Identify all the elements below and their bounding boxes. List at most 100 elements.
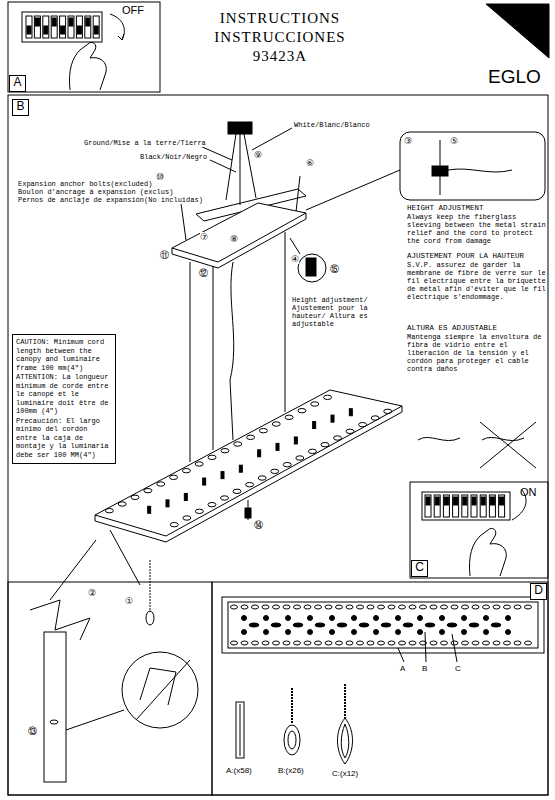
- hole: [221, 448, 229, 452]
- instruction-text: S.V.P. assurez de garder la membrane de …: [407, 261, 547, 301]
- crystal-a: [388, 605, 395, 609]
- crystal: [294, 437, 297, 444]
- breaker-toggle: [500, 497, 504, 505]
- breaker-toggle: [463, 497, 467, 505]
- crystal-a: [409, 605, 416, 609]
- hole: [234, 442, 242, 446]
- luminaire-frame: [95, 390, 402, 536]
- crystal-b: [418, 630, 423, 635]
- hole: [359, 422, 367, 426]
- crystal-a: [252, 641, 259, 645]
- crystal-a: [514, 605, 521, 609]
- breaker-switch: [85, 16, 91, 38]
- crystal-a: [315, 641, 322, 645]
- crystal-b: [374, 616, 379, 621]
- leader-line: [452, 634, 457, 662]
- panel-letter-text: C: [412, 561, 427, 575]
- breaker-toggle: [454, 497, 458, 505]
- breaker-toggle: [52, 18, 56, 26]
- hole: [246, 482, 254, 486]
- crystal: [146, 611, 154, 625]
- crystal-oval: [284, 725, 300, 755]
- crystal-b: [462, 616, 467, 621]
- part-quantity: C:(x12): [332, 769, 358, 778]
- breaker-toggle: [435, 497, 439, 505]
- crystal-c: [293, 623, 303, 627]
- breaker-switch: [471, 495, 477, 517]
- crystal-a: [441, 641, 448, 645]
- crystal-a: [472, 641, 479, 645]
- crystal-a: [273, 641, 280, 645]
- cord: [448, 169, 512, 172]
- suspension-cable: [213, 266, 214, 450]
- crystal-a: [325, 605, 332, 609]
- crystal-a: [451, 605, 458, 609]
- suspension-cable: [190, 262, 191, 462]
- hole: [50, 720, 58, 724]
- leader-line: [290, 238, 300, 254]
- hole: [233, 489, 241, 493]
- crystal-facet: [341, 724, 349, 758]
- hole: [321, 442, 329, 446]
- title-line: INSTRUCCIONES: [180, 29, 380, 46]
- wire-label: White/Blanc/Blanco: [294, 121, 370, 129]
- crystal: [258, 450, 261, 457]
- crystal-a: [346, 605, 353, 609]
- crystal-b: [330, 630, 335, 635]
- hole: [346, 429, 354, 433]
- hole: [208, 455, 216, 459]
- strain-relief: [432, 166, 448, 176]
- crystal-a: [378, 605, 385, 609]
- crystal-a: [283, 605, 290, 609]
- callout-number: ⑤: [450, 136, 458, 146]
- crystal-a: [241, 605, 248, 609]
- callout-number: ⑧: [230, 234, 238, 244]
- crystal-c: [469, 623, 479, 627]
- hole: [170, 522, 178, 526]
- breaker-switch: [68, 16, 74, 38]
- hole: [272, 422, 280, 426]
- switch-arrow: [110, 14, 124, 40]
- power-cord: [230, 262, 234, 440]
- panel-letter-text: A: [10, 76, 25, 90]
- crystal-b: [330, 616, 335, 621]
- chain: [150, 560, 151, 612]
- switch-state: OFF: [122, 4, 144, 16]
- crystal-c: [337, 623, 347, 627]
- crystal-b: [484, 616, 489, 621]
- hole: [144, 488, 152, 492]
- wire-label: Black/Noir/Negro: [140, 153, 207, 161]
- crystal-a: [357, 641, 364, 645]
- hole: [298, 408, 306, 412]
- breaker-switch: [443, 495, 449, 517]
- breaker-toggle: [27, 26, 31, 34]
- hole: [296, 456, 304, 460]
- breaker-switches: [26, 16, 99, 38]
- hole: [247, 435, 255, 439]
- cross-mark: [480, 422, 536, 468]
- hole: [258, 476, 266, 480]
- note: Expansion anchor bolts(excluded): [18, 180, 152, 188]
- canopy-edge: [172, 213, 306, 268]
- crystal-a: [525, 641, 532, 645]
- leader-line: [66, 710, 124, 730]
- callout-number: ⑪: [160, 250, 169, 260]
- breaker-switch: [76, 16, 82, 38]
- breaker-switch: [489, 495, 495, 517]
- leader-line: [50, 540, 96, 600]
- post: [44, 632, 66, 782]
- hole: [334, 436, 342, 440]
- heading: AJUSTEMENT POUR LA HAUTEUR: [407, 252, 547, 261]
- crystal-a: [231, 605, 238, 609]
- crystal-c: [271, 623, 281, 627]
- crystal-b: [506, 630, 511, 635]
- crystal-drop: [337, 718, 352, 764]
- breaker-switch: [43, 16, 49, 38]
- breaker-switch: [434, 495, 440, 517]
- model-number: 93423A: [180, 48, 380, 65]
- hole: [271, 469, 279, 473]
- crystal-c: [249, 623, 259, 627]
- crystal-a: [294, 605, 301, 609]
- note: Height adjustment/ Ajustement pour la ha…: [292, 296, 400, 328]
- breaker-toggle: [77, 26, 81, 34]
